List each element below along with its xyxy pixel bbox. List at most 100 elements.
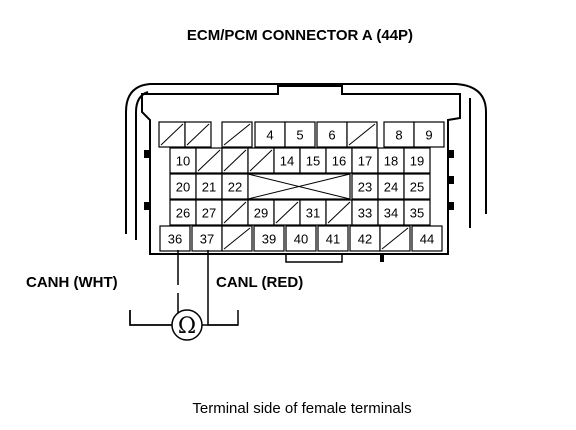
unused-cavity — [247, 173, 351, 200]
pin-number: 37 — [200, 232, 214, 247]
pin-number: 41 — [326, 232, 340, 247]
pin-number: 18 — [384, 154, 398, 169]
pin-number: 40 — [294, 232, 308, 247]
pin-number: 44 — [420, 232, 434, 247]
pin-number: 15 — [306, 154, 320, 169]
cavity-outline — [411, 225, 443, 252]
ohmmeter-icon — [171, 309, 203, 341]
ohm-symbol: Ω — [178, 314, 196, 339]
empty-slash — [186, 123, 210, 146]
empty-slash — [223, 201, 247, 224]
pin-number: 36 — [168, 232, 182, 247]
pin-cell-27: 27 — [195, 199, 223, 226]
cavity-outline — [403, 147, 431, 174]
empty-slash — [249, 149, 273, 172]
pin-number: 26 — [176, 206, 190, 221]
empty-slash — [381, 227, 409, 250]
empty-slash — [160, 123, 184, 146]
cavity-outline — [195, 199, 223, 226]
pin-cell-16: 16 — [325, 147, 353, 174]
pin-cell-35: 35 — [403, 199, 431, 226]
blocked-cross — [247, 173, 351, 200]
pin-number: 27 — [202, 206, 216, 221]
pin-number: 6 — [328, 128, 335, 143]
unused-cavity — [158, 121, 186, 148]
pin-number: 14 — [280, 154, 294, 169]
diagram-title: ECM/PCM CONNECTOR A (44P) — [187, 27, 413, 44]
pin-number: 22 — [228, 180, 242, 195]
cavity-outline — [316, 121, 348, 148]
pin-number: 29 — [254, 206, 268, 221]
pin-cell-10: 10 — [169, 147, 197, 174]
empty-slash — [327, 201, 351, 224]
cavity-outline — [317, 225, 349, 252]
pin-cell-39: 39 — [253, 225, 285, 252]
pin-number: 24 — [384, 180, 398, 195]
pin-number: 39 — [262, 232, 276, 247]
pin-cell-21: 21 — [195, 173, 223, 200]
cavity-outline — [351, 173, 379, 200]
pin-number: 34 — [384, 206, 398, 221]
pin-number: 16 — [332, 154, 346, 169]
unused-cavity — [221, 199, 249, 226]
unused-cavity — [273, 199, 301, 226]
cavity-outline — [253, 225, 285, 252]
pin-cell-22: 22 — [221, 173, 249, 200]
unused-cavity — [325, 199, 353, 226]
cavity-outline — [377, 173, 405, 200]
cavity-outline — [299, 147, 327, 174]
canh-wire — [129, 250, 179, 326]
pin-cell-25: 25 — [403, 173, 431, 200]
housing-tabs — [144, 150, 454, 262]
connector-housing — [125, 83, 487, 263]
cavity-outline — [159, 225, 191, 252]
pin-number: 5 — [296, 128, 303, 143]
pin-number: 42 — [358, 232, 372, 247]
unused-cavity — [184, 121, 212, 148]
unused-cavity — [195, 147, 223, 174]
pin-number: 17 — [358, 154, 372, 169]
cavity-outline — [169, 147, 197, 174]
pin-cell-40: 40 — [285, 225, 317, 252]
pin-number: 20 — [176, 180, 190, 195]
pin-cell-36: 36 — [159, 225, 191, 252]
pin-cell-31: 31 — [299, 199, 327, 226]
cavity-outline — [221, 173, 249, 200]
pin-cell-5: 5 — [284, 121, 316, 148]
unused-cavity — [221, 147, 249, 174]
pin-cell-8: 8 — [383, 121, 415, 148]
pin-cell-24: 24 — [377, 173, 405, 200]
pin-number: 25 — [410, 180, 424, 195]
pin-number: 19 — [410, 154, 424, 169]
pin-number: 21 — [202, 180, 216, 195]
pin-cell-41: 41 — [317, 225, 349, 252]
canh-label: CANH (WHT) — [26, 274, 118, 291]
unused-cavity — [247, 147, 275, 174]
cavity-outline — [413, 121, 445, 148]
caption: Terminal side of female terminals — [192, 400, 411, 417]
cavity-outline — [254, 121, 286, 148]
pin-number: 23 — [358, 180, 372, 195]
cavity-outline — [377, 147, 405, 174]
cavity-outline — [195, 173, 223, 200]
unused-cavity — [379, 225, 411, 252]
probe-wires — [129, 250, 239, 326]
cavity-outline — [403, 173, 431, 200]
pin-cell-14: 14 — [273, 147, 301, 174]
empty-slash — [197, 149, 221, 172]
pin-number: 33 — [358, 206, 372, 221]
pin-cell-19: 19 — [403, 147, 431, 174]
pin-number: 4 — [266, 128, 273, 143]
pin-cell-23: 23 — [351, 173, 379, 200]
unused-cavity — [221, 121, 253, 148]
pin-cell-6: 6 — [316, 121, 348, 148]
pin-cell-42: 42 — [349, 225, 381, 252]
pin-cell-29: 29 — [247, 199, 275, 226]
cavity-outline — [383, 121, 415, 148]
unused-cavity — [221, 225, 253, 252]
pin-cell-26: 26 — [169, 199, 197, 226]
pin-cell-18: 18 — [377, 147, 405, 174]
cavity-outline — [273, 147, 301, 174]
